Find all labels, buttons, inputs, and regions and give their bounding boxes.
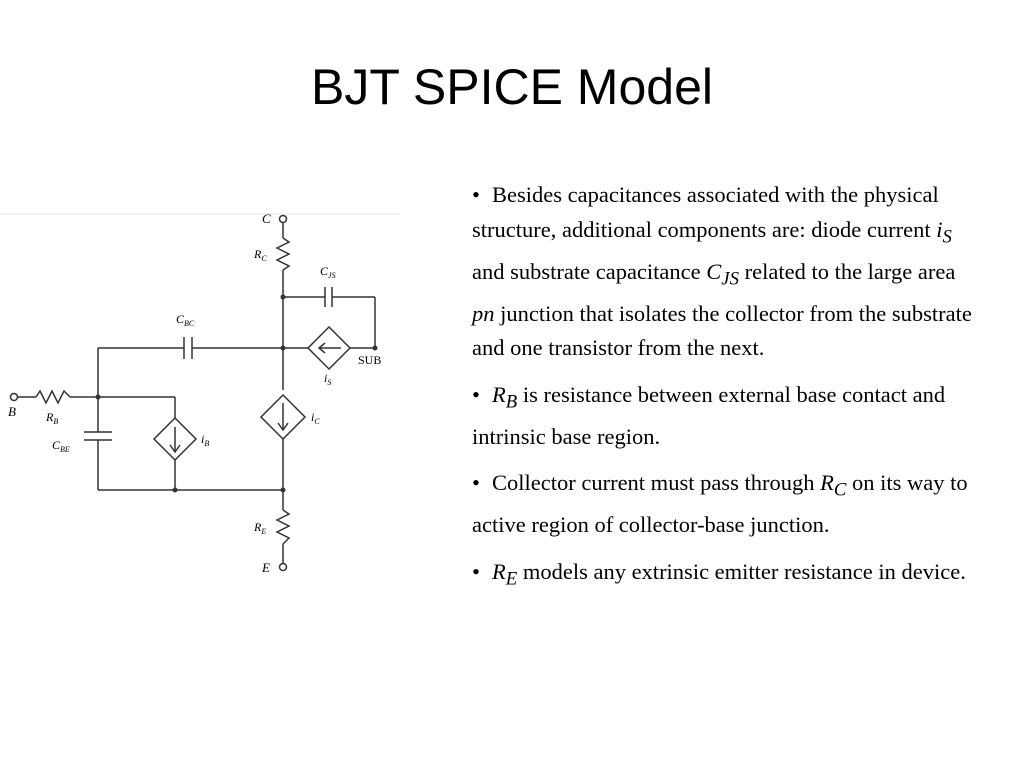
cbe-capacitor — [84, 431, 112, 441]
node-dot — [280, 487, 286, 493]
collector-terminal — [278, 214, 288, 224]
subscript-b: B — [505, 391, 518, 412]
text-run: on its way to active region of collector… — [472, 470, 968, 537]
re-resistor — [275, 509, 291, 545]
symbol-r: R — [492, 381, 506, 407]
is-current-source — [306, 325, 352, 371]
slide-title: BJT SPICE Model — [310, 59, 713, 115]
text-run: related to the large area — [738, 258, 956, 284]
bullet-marker: • — [472, 470, 480, 495]
base-terminal — [9, 392, 19, 402]
node-dot — [280, 345, 286, 351]
label-c: C — [262, 211, 271, 226]
label-ib: iB — [201, 432, 209, 448]
subscript-e: E — [505, 568, 518, 589]
text-run: and substrate capacitance — [472, 258, 707, 284]
node-dot — [172, 487, 178, 493]
label-re: RE — [253, 520, 266, 536]
label-cjs: CJS — [320, 264, 336, 280]
label-cbc: CBC — [176, 312, 195, 328]
label-is: iS — [324, 371, 331, 387]
emitter-terminal — [278, 562, 288, 572]
label-cbe: CBE — [52, 438, 70, 454]
label-e: E — [261, 560, 270, 575]
text-run: models any extrinsic emitter resistance … — [517, 558, 966, 584]
bullet-list: •Besides capacitances associated with th… — [472, 178, 972, 609]
text-run: junction that isolates the collector fro… — [472, 300, 972, 361]
cjs-capacitor — [324, 287, 333, 307]
bullet-item: • RE models any extrinsic emitter resista… — [472, 555, 972, 597]
rb-resistor — [35, 389, 71, 405]
ib-current-source — [152, 416, 198, 462]
bullet-marker: • — [472, 182, 480, 207]
cbc-capacitor — [183, 337, 193, 359]
label-rb: RB — [45, 410, 58, 426]
label-b: B — [8, 404, 16, 419]
rc-resistor — [275, 237, 291, 271]
bullet-item: • RB is resistance between external base … — [472, 378, 972, 455]
bullet-marker: • — [472, 558, 480, 584]
text-run: Collector current must pass through — [492, 470, 821, 495]
node-dot — [372, 345, 378, 351]
label-sub: SUB — [358, 353, 381, 367]
bullet-item: •Besides capacitances associated with th… — [472, 178, 972, 366]
ic-current-source — [259, 393, 307, 441]
bullet-marker: • — [472, 381, 480, 407]
subscript-s: S — [942, 226, 952, 247]
bullet-item: •Collector current must pass through RC … — [472, 466, 972, 543]
subscript-c: C — [833, 479, 847, 501]
symbol-r: R — [820, 470, 834, 495]
node-dot — [280, 294, 286, 300]
label-ic: iC — [311, 410, 320, 426]
symbol-i: i — [936, 216, 943, 242]
bjt-spice-schematic: C RC CJS CBC SUB iS iC B RB CBE iB RE E — [0, 211, 400, 575]
symbol-c: C — [706, 258, 722, 284]
text-run: Besides capacitances associated with the… — [472, 182, 939, 242]
text-run: is resistance between external base cont… — [472, 381, 946, 449]
symbol-r: R — [492, 558, 506, 584]
symbol-pn: pn — [472, 300, 495, 326]
label-rc: RC — [253, 247, 267, 263]
subscript-js: JS — [721, 268, 739, 289]
